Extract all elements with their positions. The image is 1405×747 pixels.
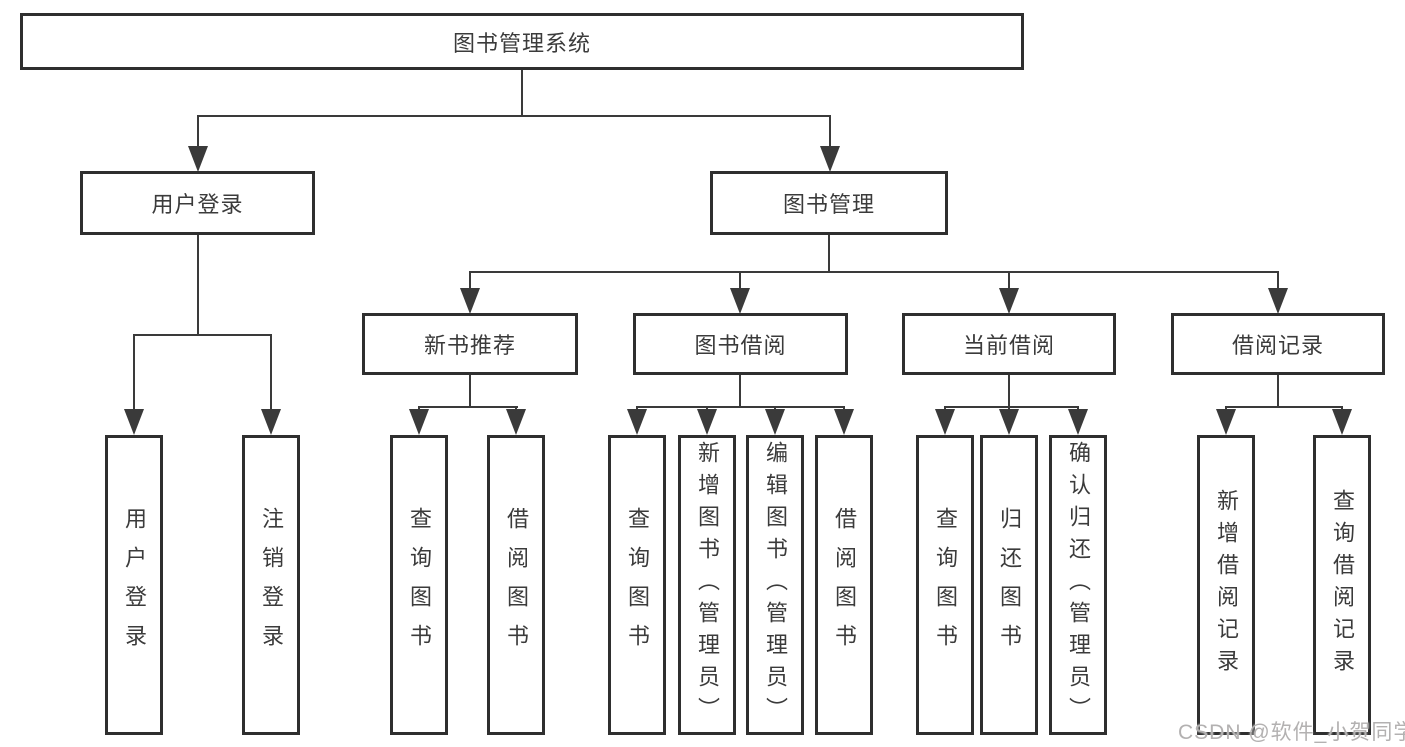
leaf-label: 确认归还（管理员） bbox=[1066, 441, 1091, 729]
connector-line bbox=[1225, 406, 1343, 408]
arrow-down-icon bbox=[506, 409, 526, 435]
node-borrow-records-label: 借阅记录 bbox=[1231, 333, 1324, 358]
arrow-down-icon bbox=[1216, 409, 1236, 435]
leaf-query-books-current: 查询图书 bbox=[916, 435, 974, 735]
node-current-borrow-label: 当前借阅 bbox=[962, 333, 1055, 358]
leaf-label: 查询图书 bbox=[407, 507, 432, 663]
arrow-down-icon bbox=[1332, 409, 1352, 435]
arrow-down-icon bbox=[188, 146, 208, 172]
leaf-add-books-admin: 新增图书（管理员） bbox=[678, 435, 736, 735]
leaf-label: 编辑图书（管理员） bbox=[763, 441, 788, 729]
arrow-down-icon bbox=[697, 409, 717, 435]
connector-line bbox=[1008, 271, 1010, 291]
arrow-down-icon bbox=[834, 409, 854, 435]
node-current-borrow: 当前借阅 bbox=[902, 313, 1116, 375]
connector-line bbox=[197, 235, 199, 336]
leaf-borrow-books-recommend: 借阅图书 bbox=[487, 435, 545, 735]
leaf-label: 查询借阅记录 bbox=[1330, 489, 1355, 681]
node-user-login-label: 用户登录 bbox=[151, 192, 244, 217]
arrow-down-icon bbox=[627, 409, 647, 435]
connector-line bbox=[197, 115, 199, 152]
leaf-label: 新增图书（管理员） bbox=[695, 441, 720, 729]
csdn-watermark: CSDN @软件_小贺同学 bbox=[1178, 721, 1405, 744]
connector-line bbox=[828, 235, 830, 273]
connector-line bbox=[133, 334, 135, 412]
connector-line bbox=[1008, 375, 1010, 408]
leaf-label: 新增借阅记录 bbox=[1214, 489, 1239, 681]
leaf-label: 查询图书 bbox=[625, 507, 650, 663]
arrow-down-icon bbox=[765, 409, 785, 435]
connector-line bbox=[270, 334, 272, 412]
leaf-logout: 注销登录 bbox=[242, 435, 300, 735]
connector-line bbox=[418, 406, 518, 408]
leaf-label: 注销登录 bbox=[259, 507, 284, 663]
leaf-add-borrow-record: 新增借阅记录 bbox=[1197, 435, 1255, 735]
node-user-login: 用户登录 bbox=[80, 171, 315, 235]
connector-line bbox=[521, 70, 523, 117]
node-new-book-recommend: 新书推荐 bbox=[362, 313, 578, 375]
leaf-query-books-borrow: 查询图书 bbox=[608, 435, 666, 735]
node-book-management-label: 图书管理 bbox=[782, 192, 875, 217]
arrow-down-icon bbox=[999, 409, 1019, 435]
arrow-down-icon bbox=[999, 288, 1019, 314]
node-book-borrow-label: 图书借阅 bbox=[694, 333, 787, 358]
connector-line bbox=[469, 271, 1279, 273]
node-root: 图书管理系统 bbox=[20, 13, 1024, 70]
leaf-return-books: 归还图书 bbox=[980, 435, 1038, 735]
arrow-down-icon bbox=[124, 409, 144, 435]
node-borrow-records: 借阅记录 bbox=[1171, 313, 1385, 375]
node-root-label: 图书管理系统 bbox=[452, 30, 591, 56]
connector-line bbox=[1277, 271, 1279, 291]
leaf-label: 查询图书 bbox=[933, 507, 958, 663]
connector-line bbox=[1277, 375, 1279, 408]
connector-line bbox=[739, 375, 741, 408]
arrow-down-icon bbox=[820, 146, 840, 172]
connector-line bbox=[829, 115, 831, 152]
connector-line bbox=[636, 406, 845, 408]
node-book-management: 图书管理 bbox=[710, 171, 948, 235]
leaf-query-borrow-record: 查询借阅记录 bbox=[1313, 435, 1371, 735]
node-new-book-recommend-label: 新书推荐 bbox=[423, 333, 516, 358]
arrow-down-icon bbox=[730, 288, 750, 314]
leaf-query-books-recommend: 查询图书 bbox=[390, 435, 448, 735]
arrow-down-icon bbox=[1068, 409, 1088, 435]
connector-line bbox=[944, 406, 1079, 408]
connector-line bbox=[133, 334, 272, 336]
arrow-down-icon bbox=[1268, 288, 1288, 314]
arrow-down-icon bbox=[409, 409, 429, 435]
arrow-down-icon bbox=[935, 409, 955, 435]
leaf-label: 用户登录 bbox=[122, 507, 147, 663]
leaf-label: 借阅图书 bbox=[832, 507, 857, 663]
leaf-edit-books-admin: 编辑图书（管理员） bbox=[746, 435, 804, 735]
connector-line bbox=[469, 375, 471, 408]
leaf-confirm-return-admin: 确认归还（管理员） bbox=[1049, 435, 1107, 735]
connector-line bbox=[197, 115, 831, 117]
leaf-user-login: 用户登录 bbox=[105, 435, 163, 735]
leaf-label: 归还图书 bbox=[997, 507, 1022, 663]
arrow-down-icon bbox=[261, 409, 281, 435]
connector-line bbox=[739, 271, 741, 291]
leaf-label: 借阅图书 bbox=[504, 507, 529, 663]
leaf-borrow-books: 借阅图书 bbox=[815, 435, 873, 735]
connector-line bbox=[469, 271, 471, 291]
node-book-borrow: 图书借阅 bbox=[633, 313, 848, 375]
arrow-down-icon bbox=[460, 288, 480, 314]
